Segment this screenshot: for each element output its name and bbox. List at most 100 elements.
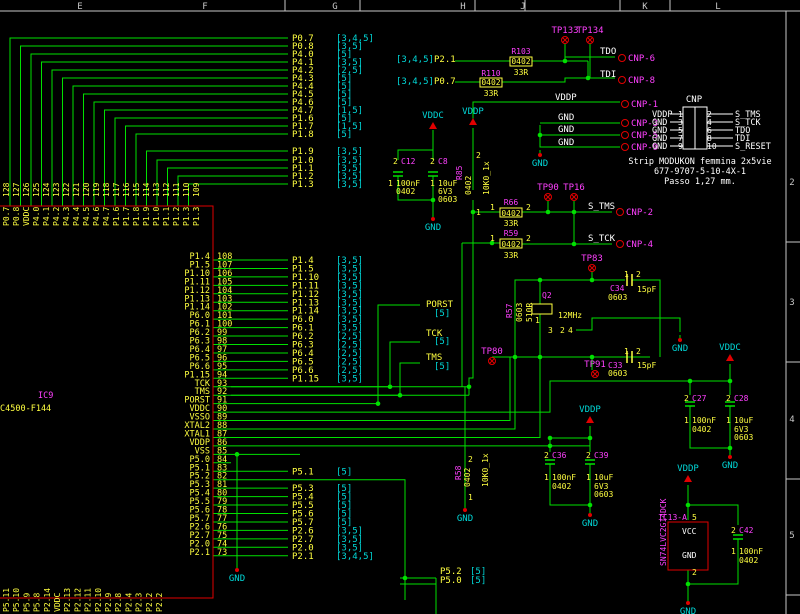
tp16-symbol [570,193,578,201]
net-ref-P4.4: [5] [336,82,352,92]
gnd-c27-c28-symbol [728,455,732,459]
r85-ref: R85 [455,165,464,180]
junction-dot [430,197,436,203]
net-ref-P1.9: [3,5] [336,147,363,157]
ic9-bottom-pin-name: P2.8 [114,593,123,612]
net-wire-P4.7 [104,109,288,206]
ic9-top-pin-num: 122 [62,182,71,197]
ic9-bottom-pin-name: P5.11 [2,588,11,612]
cnp-2: CNP-2 [626,208,653,218]
net-wire-P1.0 [156,159,288,206]
c34-value: 15pF [637,285,656,294]
porst-net-label: PORST [426,300,454,310]
c33-pkg: 0603 [608,369,627,378]
ic9-right-pin-name: VDDP [190,438,210,448]
grid-row-3: 3 [789,298,794,308]
q2-ref: Q2 [542,291,552,300]
net-label-P2.1-top: P2.1 [434,55,456,65]
q2-freq: 12MHz [558,311,582,320]
tp90-cross [545,194,551,200]
ic9-top-pin-num: 112 [162,182,171,197]
net-ref-P6.5: [2,5] [336,357,363,367]
ic9-right-pin-num: 85 [217,446,227,456]
ic9-right-pin-num: 102 [217,303,232,313]
gnd9-label: GND [558,138,574,148]
c39-ref: C39 [594,451,609,460]
grid-row-5: 5 [789,531,794,541]
ic13-body [667,521,709,571]
ic9-right-pin-name: P6.2 [190,328,210,338]
net-ref-P4.5: [5] [336,90,352,100]
r57-value: 510R [525,303,534,322]
cap-gnd-wire [397,176,433,201]
component-layer [0,36,743,605]
tp83-symbol [588,264,596,272]
c27-pin2: 2 [684,394,689,403]
tp133: TP133 [551,26,578,36]
r66-value: 33R [504,219,519,228]
tp91-symbol [591,370,599,378]
gnd-c36-c39: GND [582,519,598,529]
ic9-right-pin-name: P5.6 [190,506,210,516]
c36-pin1: 1 [544,473,549,482]
c27-value: 100nF [692,416,716,425]
net-ref-P1.2: [3,5] [336,172,363,182]
gnd-r58-symbol [463,508,467,512]
ic9-right-pin-name: P6.4 [190,345,210,355]
ic9-bottom-pin-name: P5.8 [33,593,42,612]
c33-ref: C33 [608,361,623,370]
ic9-right-pin-num: 89 [217,413,227,423]
ic9-top-pin-num: 121 [72,182,81,197]
net-label-P5.5: P5.5 [292,501,314,511]
cnp-4-port [616,240,624,248]
cnp-2-port [616,208,624,216]
vddc-wire [231,380,730,413]
ic9-bottom-pin-name: P2.9 [104,593,113,612]
ic13-part: SN74LVC2G14DCK [659,498,668,566]
net-label-P6.6: P6.6 [292,366,314,376]
tp16-cross [571,194,577,200]
cnp-right-label: S_RESET [735,142,771,152]
junction-dot [234,452,240,457]
junction-dot [589,277,595,283]
r58-value: 10K0_1x [481,453,490,487]
net-label-P5.1: P5.1 [292,467,314,477]
ic9-top-pin-name: P4.0 [32,207,41,226]
ic9-right-pin-num: 108 [217,252,232,262]
net-ref-P2.1-top: [3,4,5] [396,55,434,65]
c27-ref: C27 [692,394,707,403]
cnp-9-port [621,143,629,151]
net-label-P6.5: P6.5 [292,357,314,367]
ic9-right-pin-num: 88 [217,421,227,431]
q2-pin4: 4 [568,326,573,335]
net-wire-P1.6 [114,117,288,206]
junction-dot [537,354,543,360]
tdi-net-label: TDI [600,70,616,80]
gnd-crystal-symbol [678,338,682,342]
ic9-right-pin-name: VDDC [190,404,210,414]
tp134-symbol [586,36,594,44]
gnd-cnp-symbol [538,153,542,157]
tms-up [468,212,474,396]
grid-col-K: K [642,2,648,12]
ic9-right-pin-name: P1.14 [184,303,210,313]
ic9-right-pin-name: TCK [195,379,211,389]
net-label-P1.12: P1.12 [292,290,319,300]
gnd-ic13: GND [680,607,696,614]
r57-ref: R57 [505,303,514,318]
ic9-right-pin-num: 75 [217,531,227,541]
c34-pin1: 1 [624,270,629,279]
junction-dot [571,209,577,215]
net-ref-P5.5: [5] [336,501,352,511]
net-label-P4.4: P4.4 [292,82,314,92]
net-label-P1.3: P1.3 [292,180,314,190]
net-label-P6.1: P6.1 [292,324,314,334]
net-label-P4.0: P4.0 [292,50,314,60]
q2-pin2: 2 [560,326,565,335]
net-label-P5.0: P5.0 [440,576,462,586]
ic9-top-pin-num: 109 [192,182,201,197]
net-wire-P1.8 [135,133,288,206]
c42-ref: C42 [739,526,754,535]
net-label-P2.6: P2.6 [292,526,314,536]
net-ref-P4.0: [5] [336,50,352,60]
